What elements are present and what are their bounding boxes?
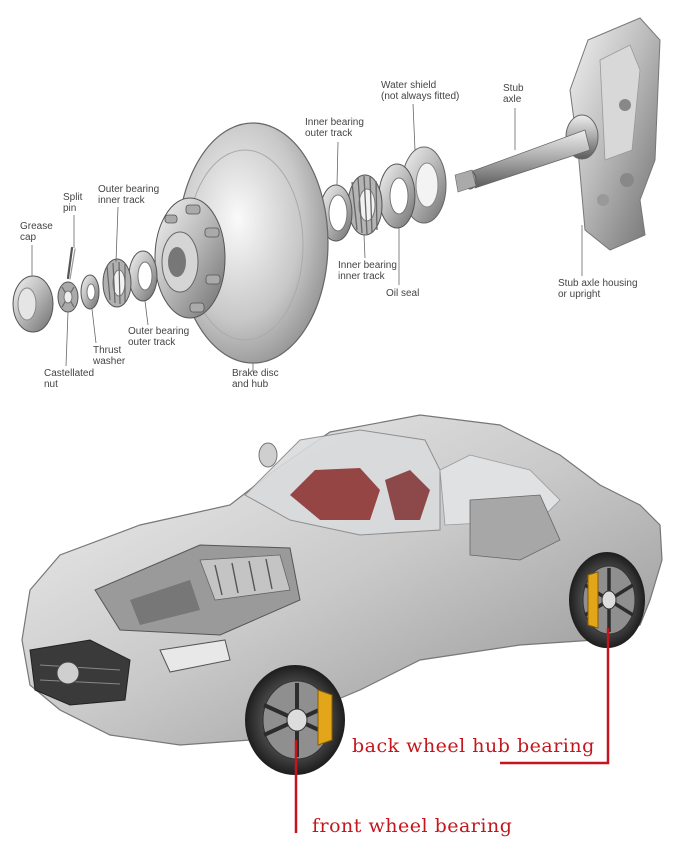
- split-pin-part: [66, 246, 76, 280]
- label-grease-cap: Grease cap: [20, 221, 53, 243]
- label-outer-bearing-outer-track: Outer bearing outer track: [128, 326, 190, 348]
- label-oil-seal: Oil seal: [386, 288, 420, 299]
- callout-lines: [294, 628, 610, 833]
- label-split-pin: Split pin: [63, 192, 83, 214]
- outer-bearing-inner-track-part: [102, 258, 132, 308]
- rear-wheel: [569, 552, 645, 648]
- label-brake-disc-and-hub: Brake disc and hub: [232, 368, 279, 390]
- rear-transaxle: [469, 494, 561, 561]
- leader-lines: [31, 103, 583, 372]
- star-badge: [56, 661, 80, 685]
- brake-disc-part: [154, 122, 329, 364]
- outer-bearing-outer-track-part: [128, 250, 158, 302]
- exploded-hub-assembly: [12, 17, 661, 372]
- label-outer-bearing-inner-track: Outer bearing inner track: [98, 184, 160, 206]
- label-stub-axle-housing: Stub axle housing or upright: [558, 278, 638, 300]
- front-grille: [29, 639, 131, 706]
- label-stub-axle: Stub axle: [503, 83, 524, 105]
- back-wheel-callout-line: [500, 628, 610, 765]
- red-interior: [290, 468, 380, 520]
- front-wheel-bearing-label: front wheel bearing: [312, 815, 513, 837]
- engine: [94, 544, 301, 636]
- label-water-shield: Water shield (not always fitted): [381, 80, 460, 102]
- inner-bearing-inner-track-part: [347, 174, 383, 236]
- oil-seal-part: [378, 163, 416, 229]
- side-mirror: [258, 442, 278, 468]
- thrust-washer-part: [80, 274, 100, 310]
- label-inner-bearing-inner-track: Inner bearing inner track: [338, 260, 397, 282]
- label-thrust-washer: Thrust washer: [93, 345, 126, 367]
- inner-bearing-outer-track-part: [319, 184, 353, 242]
- stub-axle-part: [454, 129, 591, 193]
- stub-axle-housing-part: [565, 17, 661, 251]
- back-wheel-hub-bearing-label: back wheel hub bearing: [352, 735, 595, 757]
- headlight: [159, 639, 231, 673]
- label-inner-bearing-outer-track: Inner bearing outer track: [305, 117, 364, 139]
- grease-cap-part: [12, 275, 54, 333]
- car-cutaway: [21, 414, 663, 775]
- label-castellated-nut: Castellated nut: [44, 368, 95, 390]
- castellated-nut-part: [57, 281, 79, 313]
- front-wheel: [245, 665, 345, 775]
